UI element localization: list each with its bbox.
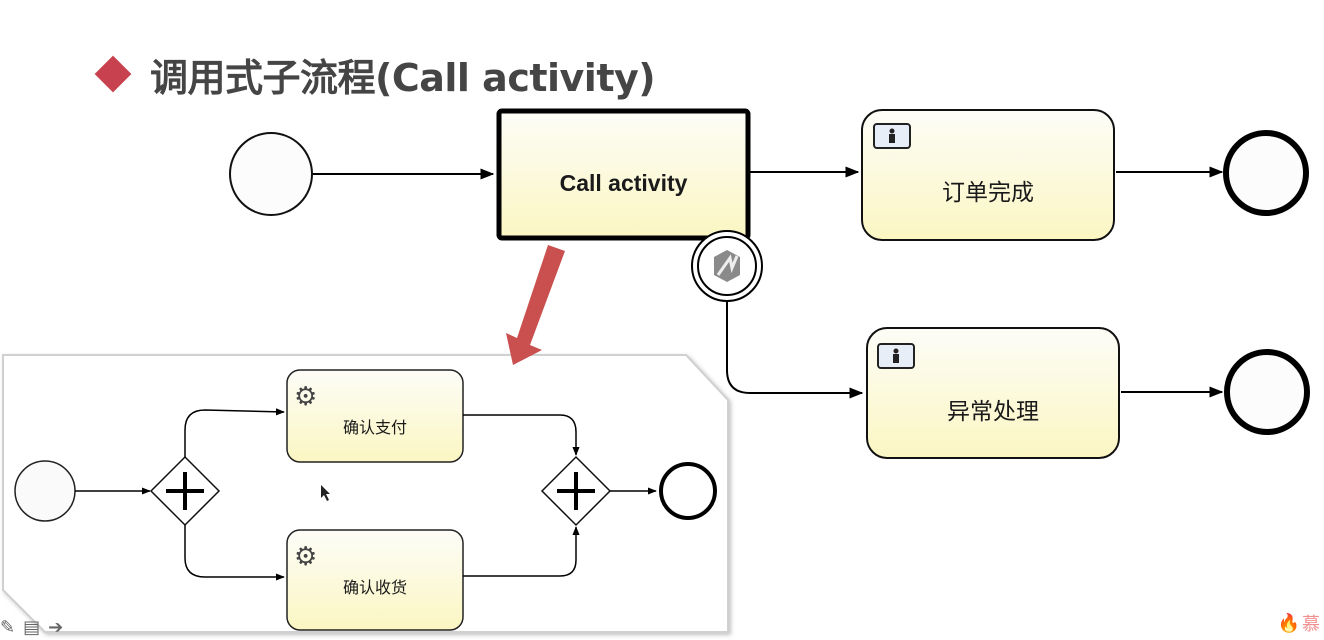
red-pointer-arrow: [506, 245, 565, 365]
sub-flow-payment-to-join: [463, 414, 580, 456]
call-activity-box[interactable]: [496, 108, 751, 241]
start-event[interactable]: [229, 132, 313, 216]
sub-flow-split-to-confirm-receipt: [184, 525, 285, 581]
sub-end-event[interactable]: [659, 462, 717, 520]
task-order-complete[interactable]: [861, 109, 1115, 241]
user-task-icon: [877, 343, 915, 369]
sub-flow-receipt-to-join: [463, 526, 580, 577]
flame-icon: 🔥: [1277, 612, 1300, 634]
sub-flow-split-to-confirm-payment: [184, 408, 285, 457]
watermark-text: 慕: [1302, 614, 1320, 635]
next-arrow-icon[interactable]: ➔: [48, 617, 64, 638]
task-exception-handling[interactable]: [866, 327, 1120, 459]
slide-title: 调用式子流程(Call activity): [92, 44, 656, 104]
subprocess-panel: [2, 354, 729, 633]
parallel-gateway-join[interactable]: [540, 455, 612, 527]
service-task-gear-icon: ⚙: [294, 542, 317, 572]
end-event-2[interactable]: [1224, 349, 1310, 435]
sequence-flow-error-to-exception: [726, 302, 864, 399]
task-confirm-payment[interactable]: [286, 369, 464, 463]
notes-icon[interactable]: ▤: [23, 617, 41, 638]
error-icon: [714, 250, 740, 282]
slide-toolbar: ✎ ▤ ➔: [0, 617, 63, 638]
end-event-1[interactable]: [1223, 130, 1309, 216]
slide-title-text: 调用式子流程(Call activity): [150, 55, 656, 100]
task-confirm-receipt[interactable]: [286, 529, 464, 631]
error-boundary-event[interactable]: [691, 230, 763, 302]
sub-start-event[interactable]: [14, 460, 76, 522]
service-task-gear-icon: ⚙: [294, 382, 317, 412]
pen-icon[interactable]: ✎: [0, 617, 16, 638]
user-task-icon: [873, 123, 911, 149]
watermark: 🔥 慕: [1278, 610, 1320, 636]
mouse-cursor-icon: [321, 485, 330, 501]
